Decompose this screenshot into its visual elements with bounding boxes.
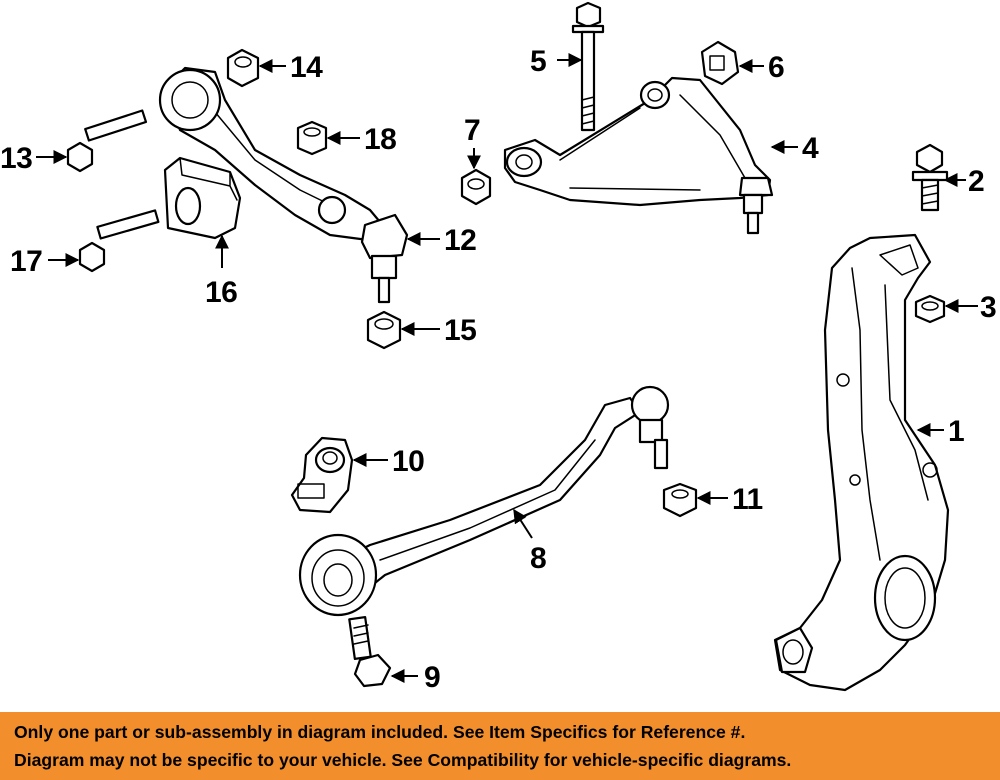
part-8-lower-arm[interactable] <box>298 385 670 617</box>
callout-13: 13 <box>0 142 32 175</box>
part-15-nut[interactable] <box>366 310 402 350</box>
part-12-lower-front-arm[interactable] <box>158 66 409 304</box>
callout-1: 1 <box>948 415 964 448</box>
callout-18: 18 <box>364 123 396 156</box>
callout-16: 16 <box>205 276 237 309</box>
part-17-bolt[interactable] <box>78 209 160 273</box>
callout-labels: 1 2 3 4 5 6 7 8 9 10 11 12 13 14 15 16 1… <box>0 45 997 694</box>
callout-15: 15 <box>444 314 476 347</box>
callout-11: 11 <box>732 483 763 516</box>
callout-10: 10 <box>392 445 424 478</box>
part-7-nut[interactable] <box>460 168 492 206</box>
part-11-nut[interactable] <box>662 482 698 518</box>
callout-12: 12 <box>444 224 476 257</box>
part-2-bolt[interactable] <box>911 143 949 212</box>
callout-6: 6 <box>768 51 784 84</box>
callout-9: 9 <box>424 661 440 694</box>
part-13-bolt[interactable] <box>66 109 148 173</box>
callout-8: 8 <box>530 542 546 575</box>
disclaimer-line-1: Only one part or sub-assembly in diagram… <box>14 722 746 742</box>
part-1-steering-knuckle[interactable] <box>773 233 950 692</box>
part-9-bolt[interactable] <box>348 615 392 688</box>
callout-17: 17 <box>10 245 42 278</box>
part-3-nut[interactable] <box>914 294 946 324</box>
part-6-bushing-nut[interactable] <box>700 40 740 86</box>
part-18-nut[interactable] <box>296 120 328 156</box>
disclaimer-banner: Only one part or sub-assembly in diagram… <box>0 712 1000 780</box>
callout-4: 4 <box>802 132 819 165</box>
callout-7: 7 <box>464 114 480 147</box>
callout-5: 5 <box>530 45 546 78</box>
callout-3: 3 <box>980 291 996 324</box>
callout-2: 2 <box>968 165 984 198</box>
callout-14: 14 <box>290 51 323 84</box>
part-10-bracket[interactable] <box>290 436 354 514</box>
callout-leaders <box>36 53 978 683</box>
suspension-parts-diagram: 1 2 3 4 5 6 7 8 9 10 11 12 13 14 15 16 1… <box>0 1 997 694</box>
part-16-bushing[interactable] <box>163 156 242 240</box>
part-14-nut[interactable] <box>226 48 260 88</box>
part-4-upper-control-arm[interactable] <box>503 76 774 235</box>
disclaimer-line-2: Diagram may not be specific to your vehi… <box>14 750 792 770</box>
part-5-long-bolt[interactable] <box>571 1 605 132</box>
